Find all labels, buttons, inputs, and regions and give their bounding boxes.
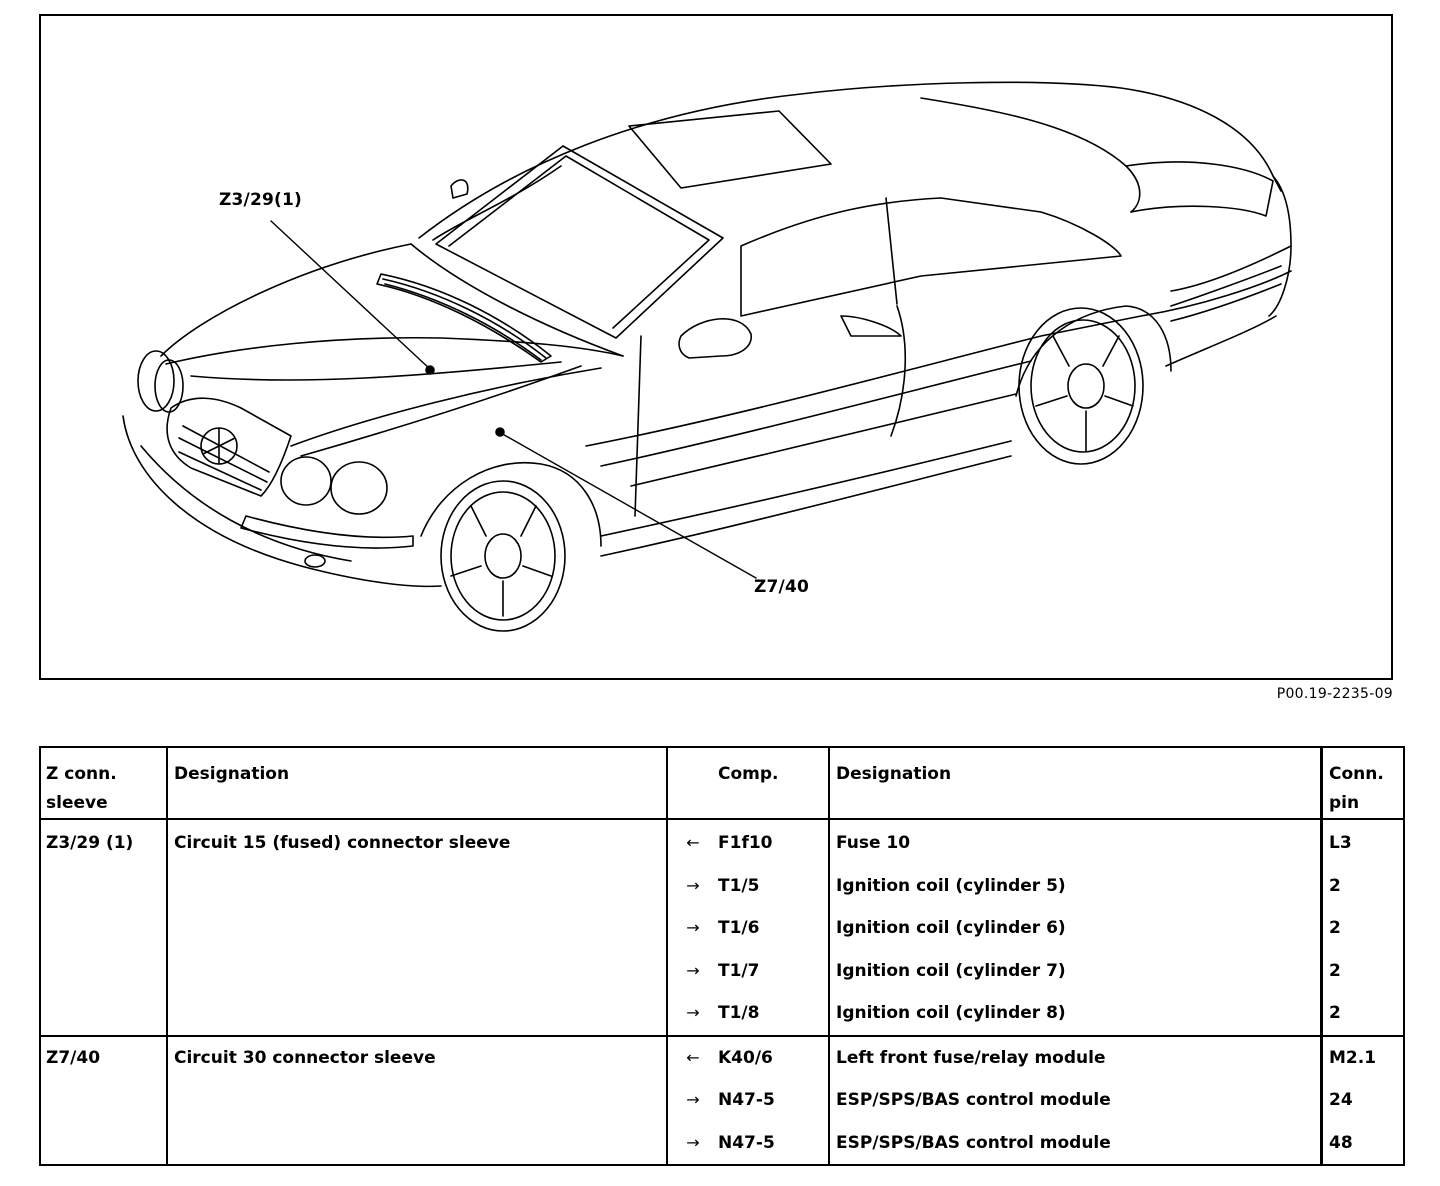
cell-conn-pin: 2 <box>1321 907 1405 950</box>
cell-conn-pin: 2 <box>1321 864 1405 907</box>
table-header-row: Z conn. sleeve Designation Comp. Designat… <box>39 746 1405 820</box>
cell-z-conn <box>39 864 168 907</box>
cell-comp-designation: ESP/SPS/BAS control module <box>829 1079 1323 1122</box>
cell-comp-designation: Left front fuse/relay module <box>829 1035 1323 1079</box>
header-comp: Comp. <box>710 746 830 820</box>
cell-designation <box>167 1079 668 1122</box>
cell-conn-pin: M2.1 <box>1321 1035 1405 1079</box>
cell-comp: F1f10 <box>710 819 830 865</box>
cell-comp: T1/8 <box>710 992 830 1037</box>
cell-comp: N47-5 <box>710 1121 830 1166</box>
cell-comp: N47-5 <box>710 1079 830 1122</box>
cell-conn-pin: 48 <box>1321 1121 1405 1166</box>
table-row: → T1/8 Ignition coil (cylinder 8) 2 <box>39 992 1405 1037</box>
cell-z-conn <box>39 907 168 950</box>
header-z-conn: Z conn. sleeve <box>39 746 168 820</box>
header-conn-pin-line2: pin <box>1329 793 1360 813</box>
cell-designation <box>167 907 668 950</box>
cell-comp: K40/6 <box>710 1035 830 1079</box>
cell-z-conn: Z7/40 <box>39 1035 168 1079</box>
callout-z7-40: Z7/40 <box>754 577 810 597</box>
header-conn-pin-line1: Conn. <box>1329 764 1384 784</box>
cell-designation <box>167 864 668 907</box>
header-comp-designation: Designation <box>829 746 1323 820</box>
callout-z3-29: Z3/29(1) <box>219 190 302 210</box>
cell-designation <box>167 949 668 992</box>
cell-comp: T1/5 <box>710 864 830 907</box>
cell-z-conn <box>39 1121 168 1166</box>
table-row: Z3/29 (1) Circuit 15 (fused) connector s… <box>39 819 1405 865</box>
cell-comp-designation: Fuse 10 <box>829 819 1323 865</box>
cell-conn-pin: 24 <box>1321 1079 1405 1122</box>
header-z-conn-line1: Z conn. <box>46 764 117 784</box>
cell-comp-designation: Ignition coil (cylinder 6) <box>829 907 1323 950</box>
cell-direction-arrow: ← <box>686 1047 700 1067</box>
cell-comp-designation: Ignition coil (cylinder 8) <box>829 992 1323 1037</box>
cell-comp-designation: Ignition coil (cylinder 7) <box>829 949 1323 992</box>
cell-direction-arrow: → <box>667 1121 710 1166</box>
cell-direction-arrow: → <box>686 875 700 895</box>
cell-conn-pin: L3 <box>1321 819 1405 865</box>
cell-z-conn <box>39 992 168 1037</box>
table-row: → T1/5 Ignition coil (cylinder 5) 2 <box>39 864 1405 907</box>
cell-z-conn <box>39 949 168 992</box>
figure-reference-number: P00.19-2235-09 <box>1276 686 1393 702</box>
car-line-drawing <box>122 81 1292 632</box>
cell-comp-designation: Ignition coil (cylinder 5) <box>829 864 1323 907</box>
cell-direction-arrow: → <box>686 1090 700 1109</box>
connector-sleeve-table: Z conn. sleeve Designation Comp. Designat… <box>39 746 1405 1166</box>
cell-direction-arrow: → <box>667 992 710 1037</box>
header-arrow <box>667 746 710 820</box>
cell-direction-arrow: → <box>686 918 700 937</box>
cell-designation: Circuit 15 (fused) connector sleeve <box>167 819 668 865</box>
table-row: → T1/6 Ignition coil (cylinder 6) 2 <box>39 907 1405 950</box>
cell-designation <box>167 1121 668 1166</box>
cell-direction-arrow: → <box>686 960 700 980</box>
cell-direction-arrow: ← <box>686 833 700 852</box>
table-row: → N47-5 ESP/SPS/BAS control module 24 <box>39 1079 1405 1122</box>
vehicle-location-figure: Z3/29(1) Z7/40 <box>39 14 1393 680</box>
header-designation: Designation <box>167 746 668 820</box>
header-z-conn-line2: sleeve <box>46 793 108 813</box>
table-row: → T1/7 Ignition coil (cylinder 7) 2 <box>39 949 1405 992</box>
cell-z-conn <box>39 1079 168 1122</box>
header-conn-pin: Conn. pin <box>1321 746 1405 820</box>
cell-z-conn: Z3/29 (1) <box>39 819 168 865</box>
cell-comp: T1/6 <box>710 907 830 950</box>
cell-conn-pin: 2 <box>1321 992 1405 1037</box>
cell-designation <box>167 992 668 1037</box>
table-row: Z7/40 Circuit 30 connector sleeve ← K40/… <box>39 1035 1405 1079</box>
cell-conn-pin: 2 <box>1321 949 1405 992</box>
table-row: → N47-5 ESP/SPS/BAS control module 48 <box>39 1121 1405 1166</box>
cell-designation: Circuit 30 connector sleeve <box>167 1035 668 1079</box>
cell-comp-designation: ESP/SPS/BAS control module <box>829 1121 1323 1166</box>
cell-comp: T1/7 <box>710 949 830 992</box>
